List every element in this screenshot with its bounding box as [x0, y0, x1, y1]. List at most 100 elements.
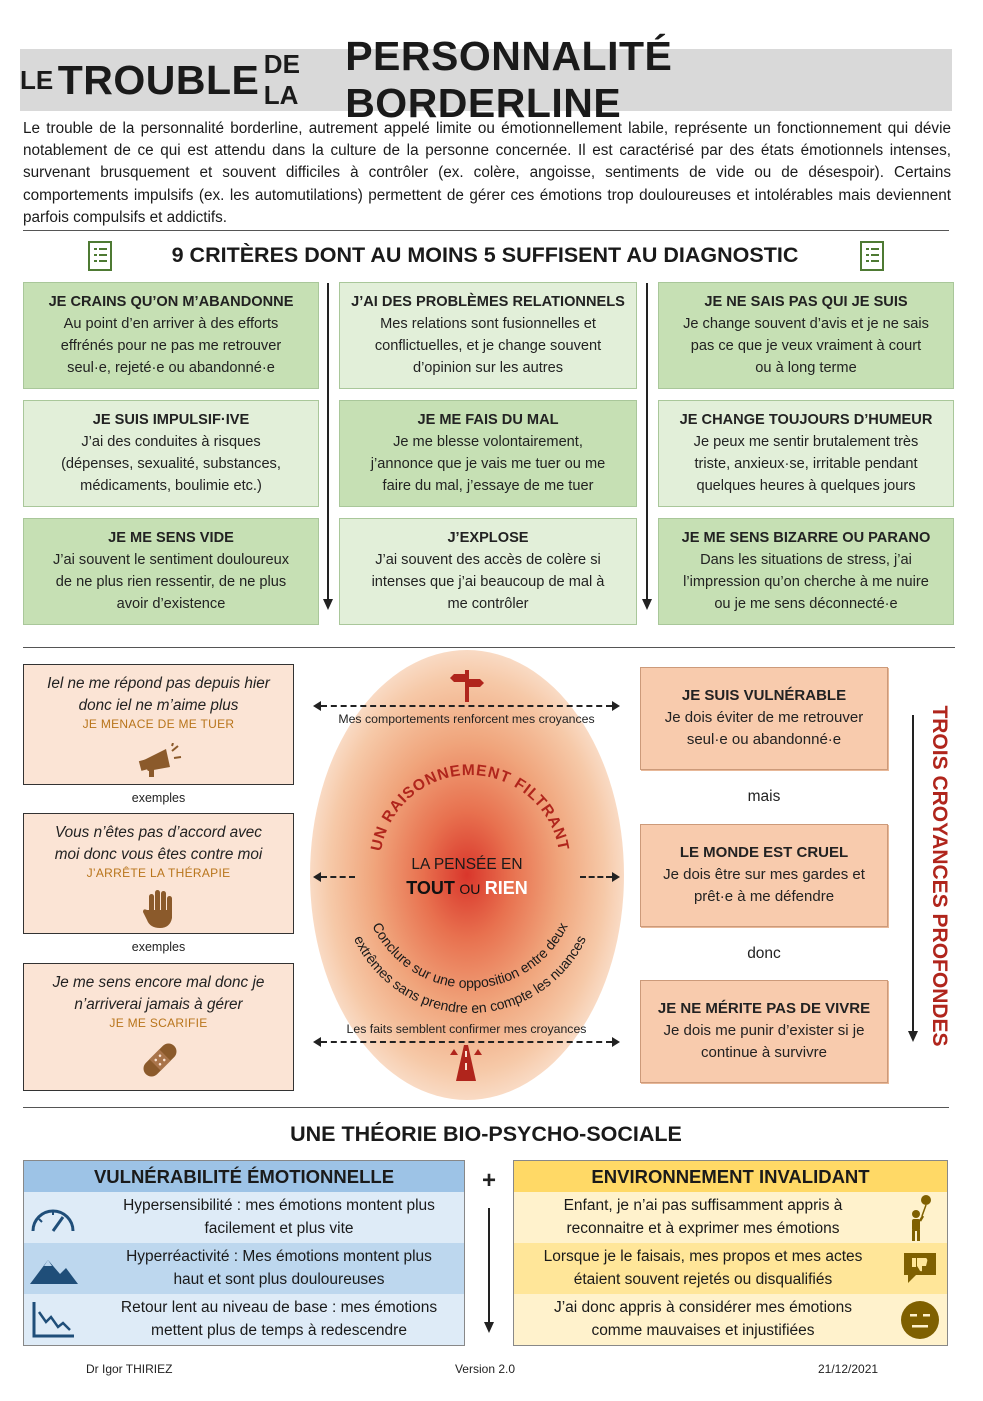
criterion-text: me contrôler	[447, 596, 529, 612]
bio-row-line: Lorsque je le faisais, mes propos et mes…	[543, 1248, 863, 1265]
arc-top-text: UN RAISONNEMENT FILTRANT	[368, 762, 571, 853]
neutral-face-icon	[901, 1301, 939, 1339]
criterion-text: Je peux me sentir brutalement très	[693, 434, 919, 450]
bandage-icon	[143, 1043, 177, 1077]
side-title-wrap: TROIS CROYANCES PROFONDES	[924, 684, 954, 1068]
criterion-heading: J’AI DES PROBLÈMES RELATIONNELS	[351, 294, 625, 310]
belief-text: prêt·e à me défendre	[693, 888, 835, 905]
criterion-heading: JE SUIS IMPULSIF·IVE	[92, 412, 250, 428]
environment-panel: ENVIRONNEMENT INVALIDANT Enfant, je n’ai…	[513, 1160, 948, 1346]
down-arrow-icon	[484, 1208, 494, 1333]
divider	[23, 1107, 949, 1108]
example-line: Iel ne me répond pas depuis hier	[47, 675, 270, 692]
bidirectional-arrow	[313, 1037, 620, 1047]
criterion-text: conflictuelles, et je change souvent	[374, 338, 602, 354]
criterion-heading: JE ME FAIS DU MAL	[417, 412, 559, 428]
criterion-card: JE SUIS IMPULSIF·IVE J’ai des conduites …	[23, 400, 319, 507]
bio-row: Retour lent au niveau de base : mes émot…	[24, 1294, 464, 1345]
criterion-card: JE NE SAIS PAS QUI JE SUIS Je change sou…	[658, 282, 954, 389]
signpost-icon	[450, 670, 484, 702]
bio-row: Lorsque je le faisais, mes propos et mes…	[514, 1243, 947, 1294]
descending-chart-icon	[32, 1302, 74, 1338]
bio-row-line: Hypersensibilité : mes émotions montent …	[123, 1197, 435, 1214]
bio-title: UNE THÉORIE BIO-PSYCHO-SOCIALE	[290, 1122, 682, 1146]
criterion-text: Je change souvent d’avis et je ne sais	[683, 316, 929, 332]
criterion-text: J’ai des conduites à risques	[81, 434, 261, 450]
criterion-text: ou à long terme	[755, 360, 857, 376]
vulnerability-title: VULNÉRABILITÉ ÉMOTIONNELLE	[24, 1161, 464, 1192]
criterion-card: J’EXPLOSE J’ai souvent des accès de colè…	[339, 518, 637, 625]
belief-text: Je dois me punir d’exister si je	[663, 1022, 865, 1039]
criterion-heading: J’EXPLOSE	[447, 530, 529, 546]
criterion-card: J’AI DES PROBLÈMES RELATIONNELS Mes rela…	[339, 282, 637, 389]
criterion-text: Mes relations sont fusionnelles et	[380, 316, 596, 332]
criterion-heading: JE ME SENS BIZARRE OU PARANO	[681, 530, 931, 546]
center-glow	[310, 650, 624, 1100]
bio-row-line: facilement et plus vite	[204, 1220, 354, 1237]
down-arrow-icon	[642, 283, 652, 610]
belief-text: Je dois éviter de me retrouver	[664, 709, 864, 726]
criterion-text: j’annonce que je vais me tuer ou me	[370, 456, 606, 472]
arrow-caption-top: Mes comportements renforcent mes croyanc…	[338, 712, 595, 726]
criterion-text: effrénés pour ne pas me retrouver	[60, 338, 282, 354]
criterion-text: de ne plus rien ressentir, de ne plus	[55, 574, 287, 590]
title-personnalite: PERSONNALITÉ BORDERLINE	[345, 33, 673, 126]
criterion-text: pas ce que je veux vraiment à court	[690, 338, 922, 354]
bio-row: Hyperréactivité : Mes émotions montent p…	[24, 1243, 464, 1294]
checklist-icon	[86, 240, 114, 272]
megaphone-icon	[138, 743, 182, 777]
bio-row-line: haut et sont plus douloureuses	[173, 1271, 385, 1288]
child-balloon-icon	[912, 1195, 931, 1241]
intro-paragraph: Le trouble de la personnalité borderline…	[23, 120, 951, 226]
belief-heading: JE SUIS VULNÉRABLE	[681, 687, 847, 704]
title-de-la: DE LA	[263, 49, 300, 110]
footer-date: 21/12/2021	[818, 1362, 879, 1376]
criterion-text: Au point d’en arriver à des efforts	[63, 316, 279, 332]
tout-ou-rien: TOUT OU RIEN	[380, 878, 554, 899]
bio-row-line: Retour lent au niveau de base : mes émot…	[120, 1299, 438, 1316]
bio-row-line: mettent plus de temps à redescendre	[151, 1322, 407, 1339]
criterion-text: médicaments, boulimie etc.)	[80, 478, 262, 494]
example-action: JE MENACE DE ME TUER	[82, 717, 235, 731]
example-action: J’ARRÊTE LA THÉRAPIE	[86, 866, 231, 880]
criterion-text: seul·e, rejeté·e ou abandonné·e	[67, 360, 275, 376]
criterion-heading: JE NE SAIS PAS QUI JE SUIS	[704, 294, 908, 310]
criterion-card: JE ME SENS BIZARRE OU PARANO Dans les si…	[658, 518, 954, 625]
bio-row: Hypersensibilité : mes émotions montent …	[24, 1192, 464, 1243]
example-card: Je me sens encore mal donc je n’arrivera…	[23, 963, 294, 1091]
example-card: Iel ne me répond pas depuis hier donc ie…	[23, 664, 294, 785]
rien-label: RIEN	[484, 878, 528, 898]
connector-donc: donc	[747, 945, 781, 962]
down-arrow-icon	[323, 283, 333, 610]
examples-label: exemples	[131, 940, 186, 954]
example-line: moi donc vous êtes contre moi	[54, 846, 263, 863]
criterion-text: Dans les situations de stress, j’ai	[700, 552, 912, 568]
criteria-title: 9 CRITÈRES DONT AU MOINS 5 SUFFISENT AU …	[171, 243, 799, 267]
criterion-text: ou je me sens déconnecté·e	[714, 596, 898, 612]
criterion-card: JE ME SENS VIDE J’ai souvent le sentimen…	[23, 518, 319, 625]
stop-hand-icon	[143, 890, 172, 928]
criterion-text: faire du mal, j’essaye de me tuer	[382, 478, 594, 494]
bio-row-line: reconnaitre et à exprimer mes émotions	[566, 1220, 840, 1237]
bio-row-line: J’ai donc appris à considérer mes émotio…	[553, 1299, 853, 1316]
vulnerability-panel: VULNÉRABILITÉ ÉMOTIONNELLE Hypersensibil…	[23, 1160, 465, 1346]
criterion-text: triste, anxieux·se, irritable pendant	[694, 456, 918, 472]
mountain-icon	[30, 1260, 78, 1284]
example-line: donc iel ne m’aime plus	[78, 697, 239, 714]
road-icon	[450, 1045, 482, 1081]
criterion-text: intenses que j’ai beaucoup de mal à	[371, 574, 605, 590]
pensee-label: LA PENSÉE EN	[411, 856, 523, 873]
ou-label: OU	[459, 881, 481, 897]
bio-row: Enfant, je n’ai pas suffisamment appris …	[514, 1192, 947, 1243]
bio-row-line: étaient souvent rejetés ou disqualifiés	[573, 1271, 833, 1288]
criterion-text: d’opinion sur les autres	[412, 360, 564, 376]
criterion-text: J’ai souvent le sentiment douloureux	[52, 552, 290, 568]
title-le: LE	[20, 64, 54, 95]
example-line: Vous n’êtes pas d’accord avec	[55, 824, 262, 841]
title-bar: LE TROUBLE DE LA PERSONNALITÉ BORDERLINE	[20, 33, 952, 126]
bio-row-line: comme mauvaises et injustifiées	[591, 1322, 815, 1339]
tout-label: TOUT	[406, 878, 455, 898]
plus-sign: +	[481, 1167, 496, 1194]
bidirectional-arrow	[313, 701, 620, 711]
environment-title: ENVIRONNEMENT INVALIDANT	[514, 1161, 947, 1192]
